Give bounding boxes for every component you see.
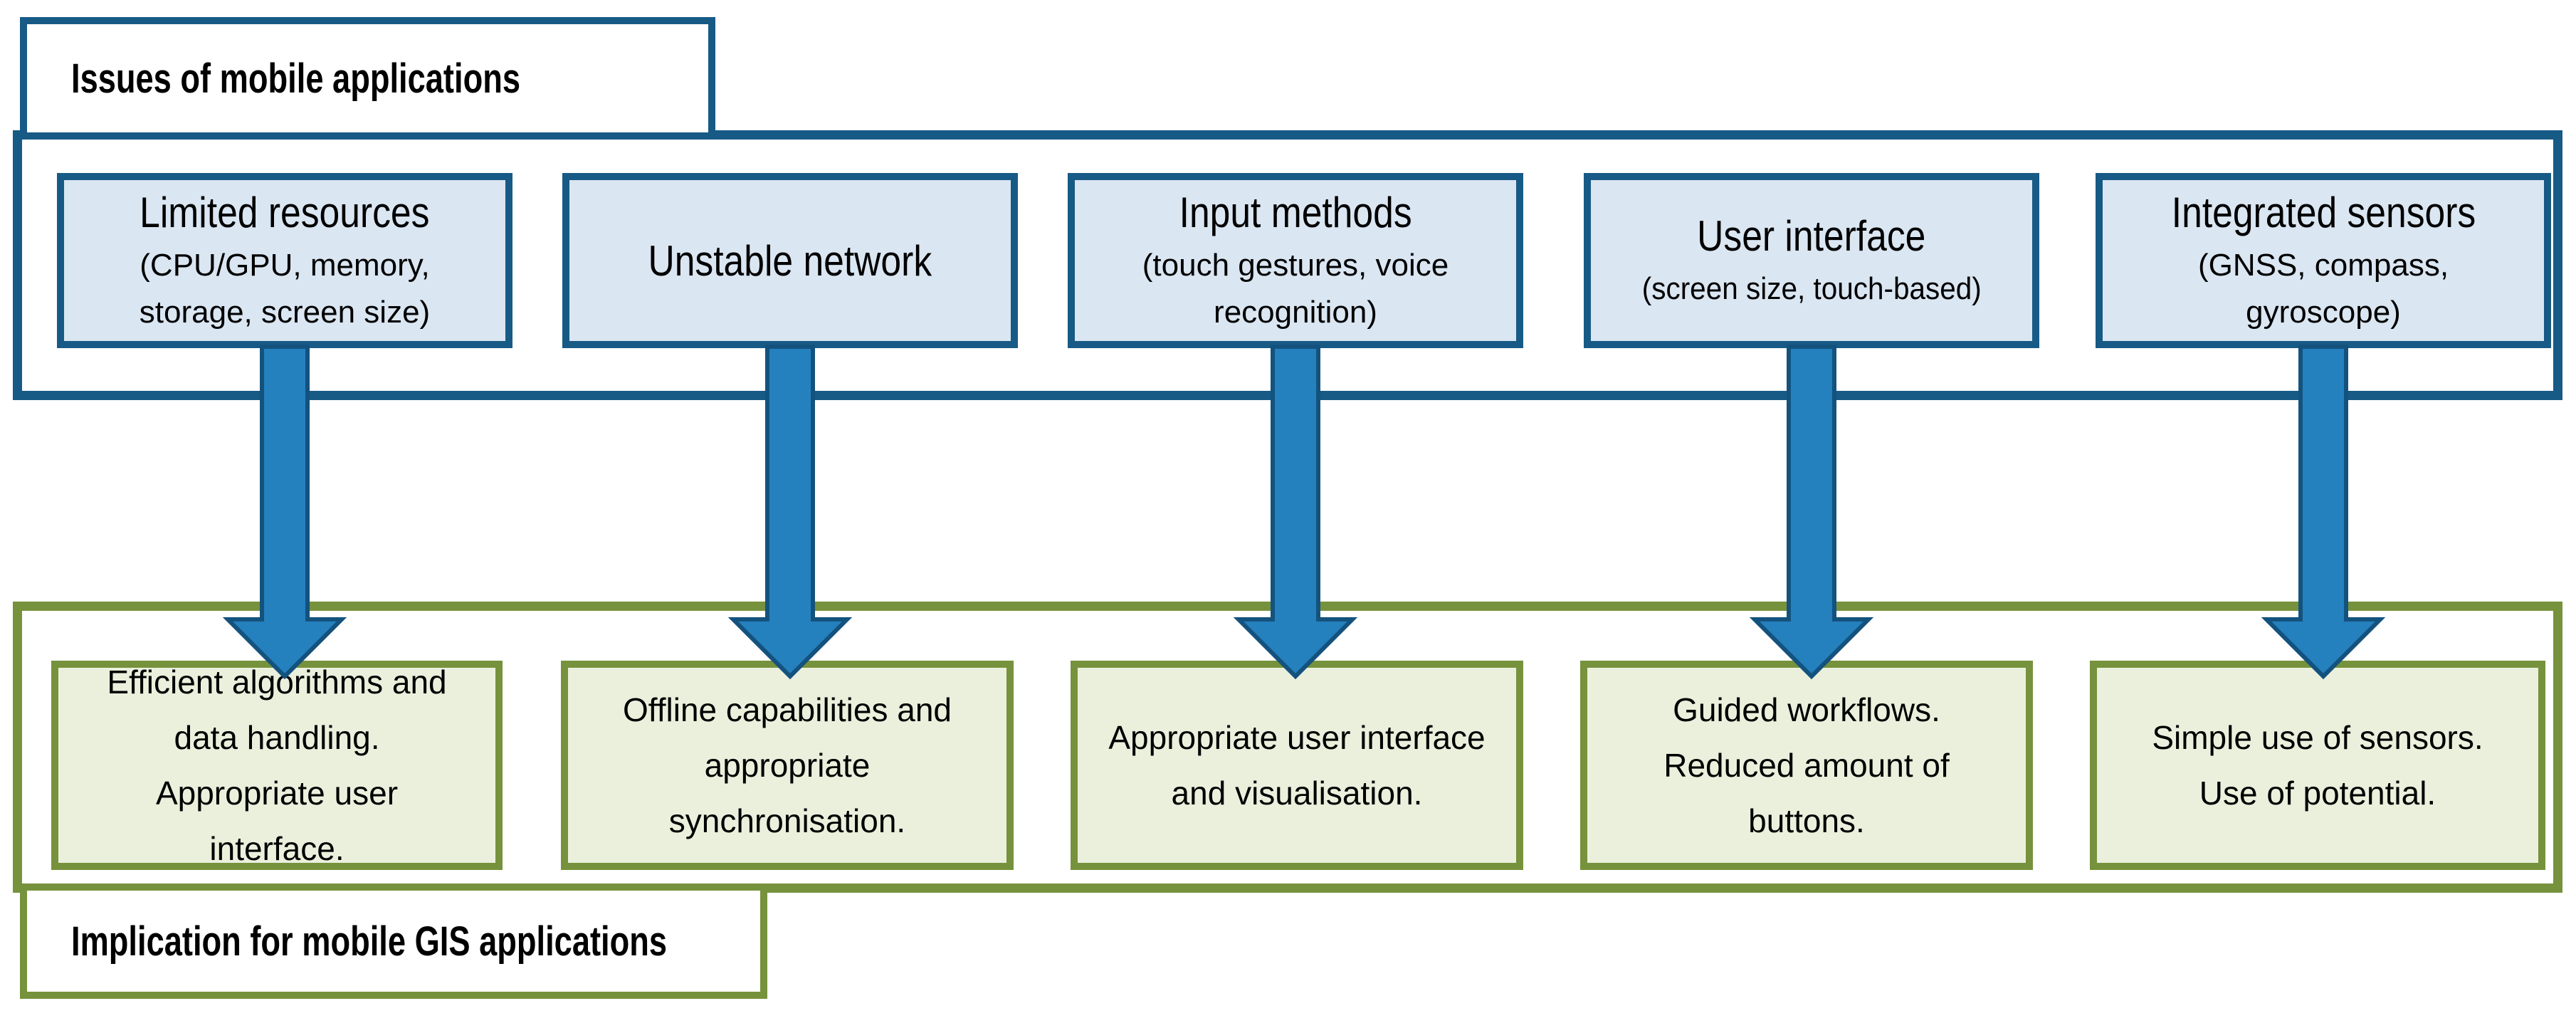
implication-box-guided-workflows: Guided workflows. Reduced amount of butt… [1580, 661, 2033, 870]
implications-group-title-box: Implication for mobile GIS applications [20, 883, 767, 999]
implication-box-simple-sensors: Simple use of sensors. Use of potential. [2090, 661, 2545, 870]
implications-group-title: Implication for mobile GIS applications [71, 918, 668, 965]
issue-title: User interface [1697, 211, 1926, 260]
implication-box-appropriate-ui: Appropriate user interface and visualisa… [1071, 661, 1523, 870]
issue-caption: (screen size, touch-based) [1641, 271, 1982, 306]
implication-text: Guided workflows. Reduced amount of butt… [1663, 691, 1950, 840]
issue-title: Input methods [1179, 188, 1412, 236]
issue-title: Unstable network [648, 236, 932, 285]
issue-box-user-interface: User interface (screen size, touch-based… [1584, 173, 2039, 348]
issue-caption: (GNSS, compass, gyroscope) [2197, 247, 2449, 330]
implication-text: Simple use of sensors. Use of potential. [2152, 718, 2483, 812]
issue-title: Limited resources [140, 188, 430, 236]
implication-text: Appropriate user interface and visualisa… [1108, 718, 1486, 812]
issues-group-title: Issues of mobile applications [71, 55, 521, 102]
issue-caption: (touch gestures, voice recognition) [1142, 247, 1449, 330]
issue-box-limited-resources: Limited resources (CPU/GPU, memory, stor… [57, 173, 512, 348]
implication-box-offline-capabilities: Offline capabilities and appropriate syn… [561, 661, 1014, 870]
issue-title: Integrated sensors [2171, 188, 2476, 236]
issue-box-integrated-sensors: Integrated sensors (GNSS, compass, gyros… [2096, 173, 2551, 348]
issues-group-title-box: Issues of mobile applications [20, 17, 715, 140]
issue-box-input-methods: Input methods (touch gestures, voice rec… [1068, 173, 1523, 348]
issue-box-unstable-network: Unstable network [562, 173, 1018, 348]
issue-caption: (CPU/GPU, memory, storage, screen size) [139, 247, 431, 330]
implication-text: Efficient algorithms and data handling. … [107, 663, 447, 868]
implication-box-efficient-algorithms: Efficient algorithms and data handling. … [51, 661, 503, 870]
implication-text: Offline capabilities and appropriate syn… [623, 691, 952, 840]
